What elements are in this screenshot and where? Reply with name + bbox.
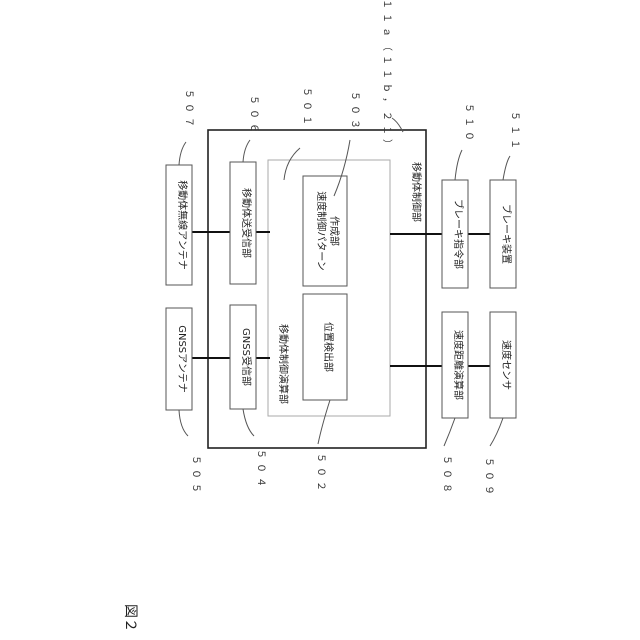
ref-501: ５０１ — [301, 87, 312, 129]
leader-506 — [243, 140, 250, 162]
ref-505: ５０５ — [190, 455, 201, 497]
speed-pattern-label-line2: 作成部 — [328, 216, 341, 246]
ref-502: ５０２ — [315, 453, 326, 495]
mobile-control-unit-label: 移動体制御部 — [410, 162, 423, 222]
position-detector-label: 位置検出部 — [322, 322, 335, 372]
mobile-radio-antenna-label: 移動体無線アンテナ — [176, 180, 189, 270]
leader-505 — [179, 410, 188, 436]
speed-pattern-label-line1: 速度制御パターン — [315, 191, 328, 271]
speed-distance-calc-label: 速度距離演算部 — [452, 330, 465, 400]
ref-506: ５０６ — [248, 95, 259, 137]
ref-503: ５０３ — [349, 91, 360, 133]
leader-507 — [179, 142, 186, 165]
leader-509 — [490, 418, 503, 446]
ref-504: ５０４ — [255, 449, 266, 491]
ref-509: ５０９ — [483, 457, 494, 499]
brake-device-label: ブレーキ装置 — [500, 204, 513, 264]
gnss-receiver-label: GNSS受信部 — [240, 328, 253, 386]
leader-510 — [455, 150, 462, 180]
mobile-control-calc-label: 移動体制御演算部 — [277, 324, 290, 404]
figure-label: 図２ — [122, 604, 138, 632]
leader-508 — [444, 418, 455, 446]
ref-507: ５０７ — [183, 89, 194, 131]
leader-504 — [243, 409, 254, 436]
ref-508: ５０８ — [441, 455, 452, 497]
ref-510: ５１０ — [463, 103, 474, 145]
brake-command-label: ブレーキ指令部 — [452, 199, 465, 269]
ref-511: ５１１ — [509, 111, 520, 153]
mobile-transceiver-label: 移動体送受信部 — [240, 188, 253, 258]
gnss-antenna-label: GNSSアンテナ — [176, 325, 188, 393]
leader-511 — [503, 156, 510, 180]
speed-sensor-label: 速度センサ — [500, 340, 513, 390]
ref-11a: １１ａ（１１ｂ，２１） — [381, 0, 393, 153]
